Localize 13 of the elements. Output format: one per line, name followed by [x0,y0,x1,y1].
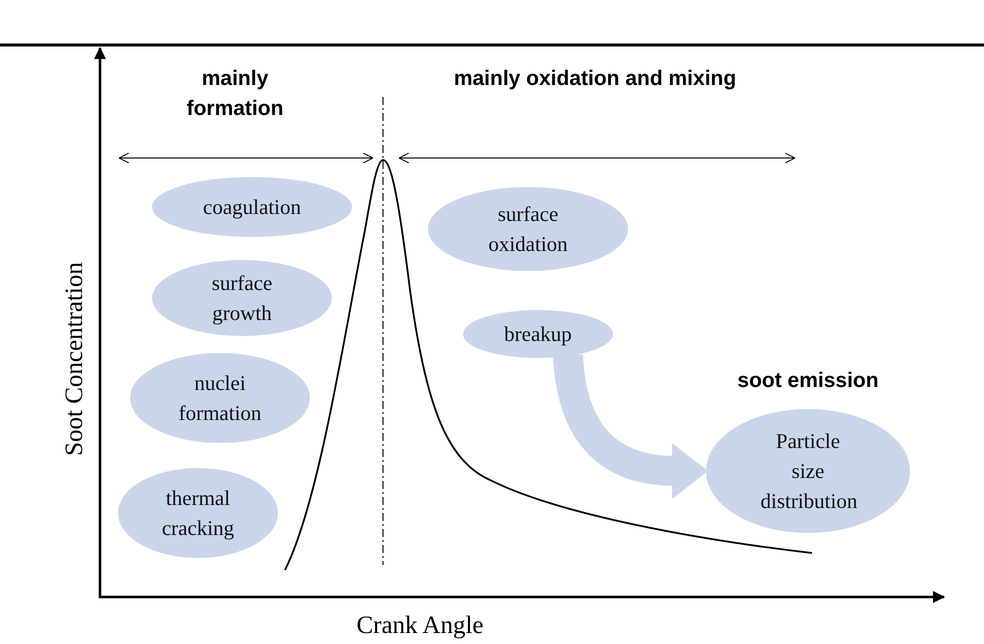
region-heading: mainly formation [186,66,284,122]
region-heading: mainly oxidation and mixing [452,66,738,92]
axis-title: Soot Concentration [61,261,89,458]
node-label: surface growth [210,270,274,327]
node-label: surface oxidation [487,201,569,258]
node-label: coagulation [203,194,301,221]
node-label: thermal cracking [160,485,236,542]
axis-title: Crank Angle [355,612,485,640]
node-label: breakup [504,321,572,348]
curved-arrow [553,354,708,499]
node-label: Particle size distribution [760,428,856,515]
node-heading: soot emission [736,369,880,393]
node-label: nuclei formation [178,370,262,427]
